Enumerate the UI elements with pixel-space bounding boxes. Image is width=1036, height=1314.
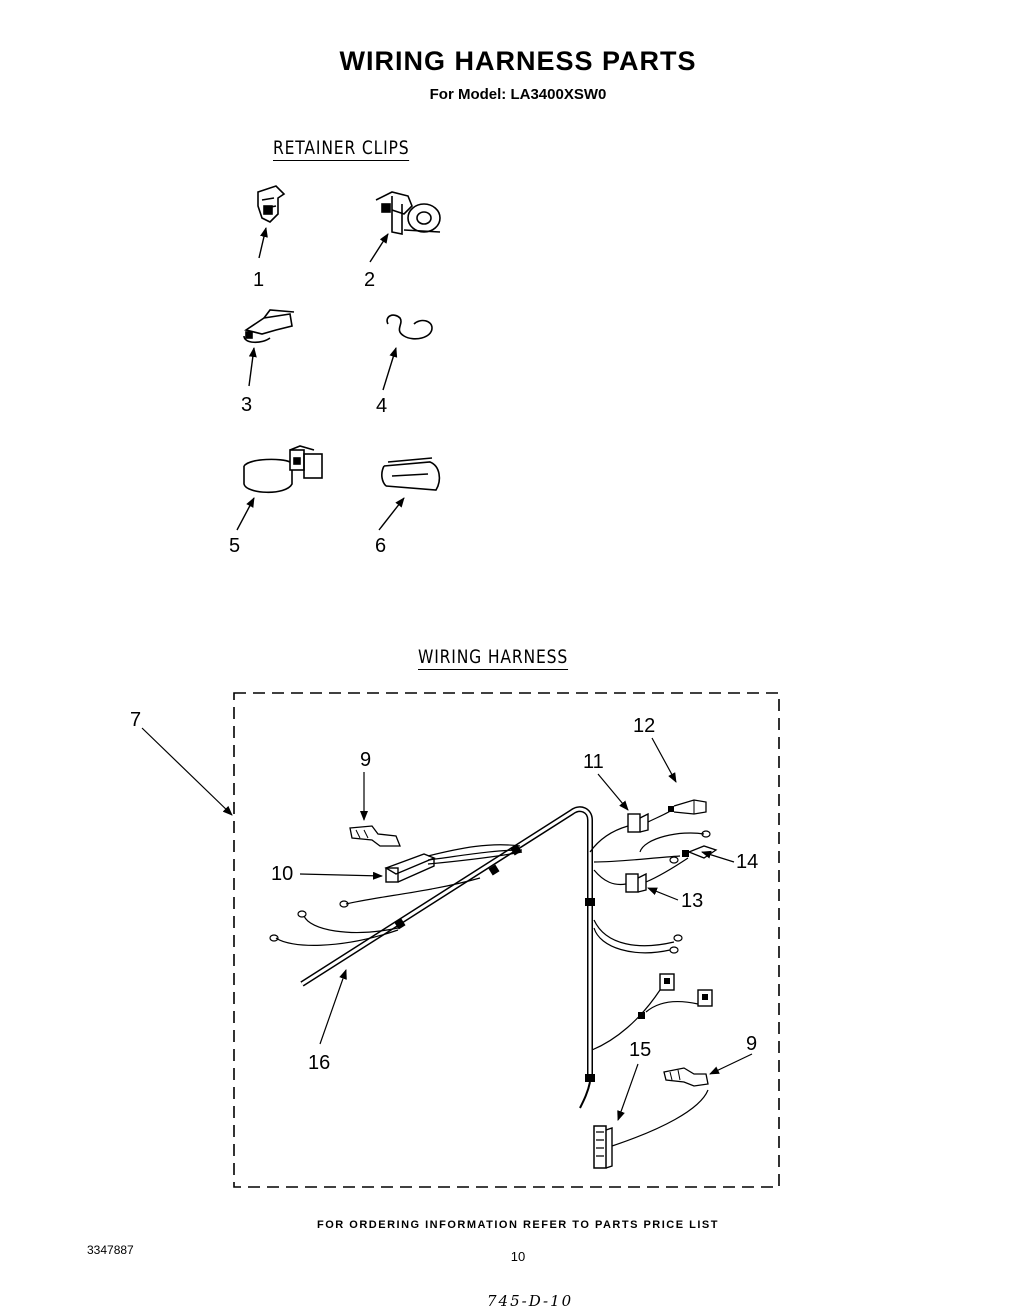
callout-3: 3 [241,394,253,416]
callout-5: 5 [229,535,241,557]
callout-10: 10 [271,863,294,885]
wiring-harness-boundary [233,692,780,1188]
callout-11: 11 [583,751,604,773]
retainer-clip-2 [375,191,441,235]
section-heading-retainer-clips: RETAINER CLIPS [273,137,410,161]
callout-13: 13 [681,890,704,912]
retainer-clip-5 [243,445,323,494]
callout-9-right: 9 [746,1033,758,1055]
section-heading-wiring-harness: WIRING HARNESS [418,646,569,670]
callout-1: 1 [253,269,265,291]
callout-9-left: 9 [360,749,372,771]
callout-12: 12 [633,715,656,737]
callout-7: 7 [130,709,142,731]
page-number: 10 [510,1249,526,1264]
handwritten-reference: 745-D-10 [487,1292,574,1310]
retainer-clip-1 [257,185,286,223]
callout-4: 4 [376,395,388,417]
callout-16: 16 [308,1052,331,1074]
model-subtitle: For Model: LA3400XSW0 [429,86,607,103]
callout-15: 15 [629,1039,652,1061]
wiring-harness-assembly [269,799,718,1169]
callout-2: 2 [364,269,376,291]
retainer-clip-6 [381,457,441,491]
ordering-info-note: FOR ORDERING INFORMATION REFER TO PARTS … [317,1219,719,1231]
callout-14: 14 [736,851,759,873]
document-code: 3347887 [87,1243,134,1257]
retainer-clip-4 [386,314,433,340]
callout-6: 6 [375,535,387,557]
page-title: WIRING HARNESS PARTS [339,46,697,76]
retainer-clip-3 [243,309,295,344]
